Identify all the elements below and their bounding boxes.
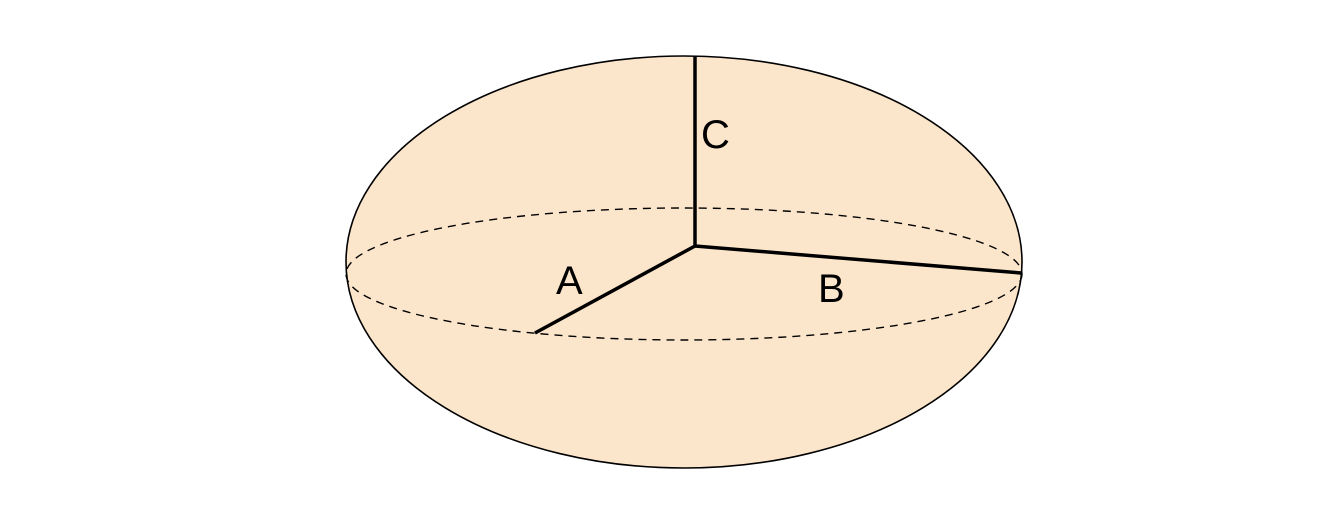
- axis-b-label: B: [818, 267, 845, 311]
- axis-a-label: A: [556, 259, 583, 303]
- axis-a-line: [534, 244, 696, 335]
- axis-b-line: [694, 244, 1022, 275]
- axis-c-label: C: [701, 113, 730, 157]
- ellipsoid-body: [345, 55, 1023, 469]
- equator-dashed: [345, 207, 1023, 341]
